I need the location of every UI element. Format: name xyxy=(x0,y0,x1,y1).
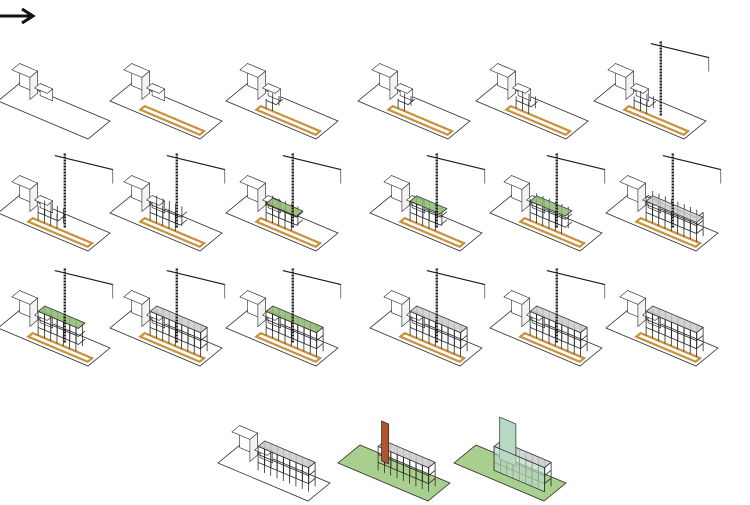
foundation-strip xyxy=(634,216,703,249)
stage-panel-6 xyxy=(593,28,714,140)
foundation-strip xyxy=(518,331,587,364)
context-buildings xyxy=(239,290,282,329)
stage-panel-18 xyxy=(605,255,726,367)
context-buildings xyxy=(619,290,662,329)
tower-crane xyxy=(662,152,722,228)
site-base xyxy=(357,82,471,140)
site-base xyxy=(109,82,223,140)
context-buildings xyxy=(371,63,414,102)
structural-frame xyxy=(633,90,657,114)
context-buildings xyxy=(231,425,274,464)
foundation-strip xyxy=(138,216,207,249)
right-arrow-icon xyxy=(0,7,36,25)
structural-frame xyxy=(257,440,316,492)
structural-frame xyxy=(397,93,416,112)
stage-panel-16 xyxy=(369,255,490,367)
roof-slab xyxy=(645,195,704,223)
context-buildings xyxy=(11,175,54,214)
structural-frame xyxy=(515,90,539,114)
stage-panel-13 xyxy=(0,255,118,367)
stage-panel-11 xyxy=(489,140,610,252)
tower-crane xyxy=(166,267,226,343)
floor-slab xyxy=(37,305,86,329)
stage-panel-8 xyxy=(109,140,230,252)
foundation-strip xyxy=(398,216,467,249)
foundation-strip xyxy=(634,331,703,364)
stage-panel-7 xyxy=(0,140,118,252)
foundation-strip xyxy=(26,331,95,364)
tower-crane xyxy=(282,152,342,228)
stage-panel-9 xyxy=(225,140,346,252)
structural-frame xyxy=(37,200,66,229)
context-buildings xyxy=(123,63,166,102)
roof-slab xyxy=(149,305,208,334)
stage-panel-14 xyxy=(109,255,230,367)
site-base xyxy=(593,82,707,140)
site-base xyxy=(475,82,589,140)
tower-crane xyxy=(426,152,486,228)
foundation-strip xyxy=(26,216,95,249)
tower-crane xyxy=(282,267,342,343)
foundation-strip xyxy=(622,104,691,137)
site-base xyxy=(0,194,111,252)
site-base xyxy=(225,194,339,252)
tower-crane xyxy=(54,152,114,228)
structural-frame xyxy=(149,195,188,232)
tower-crane xyxy=(426,267,486,343)
roof-slab xyxy=(257,440,316,469)
tower-crane xyxy=(546,267,606,343)
site-base xyxy=(369,194,483,252)
stage-panel-20 xyxy=(337,390,458,502)
site-base xyxy=(109,194,223,252)
context-buildings xyxy=(11,63,54,102)
roof-slab xyxy=(409,305,468,334)
tower-crane xyxy=(54,267,114,343)
site-base xyxy=(225,82,339,140)
roof-slab xyxy=(377,440,436,469)
rust-facade-tower xyxy=(381,420,390,465)
tower-crane xyxy=(650,40,710,116)
stage-panel-3 xyxy=(225,28,346,140)
stage-panel-17 xyxy=(489,255,610,367)
context-buildings xyxy=(123,175,166,214)
stage-panel-4 xyxy=(357,28,478,140)
roof-slab xyxy=(645,305,704,334)
stage-panel-21 xyxy=(453,390,574,502)
stage-panel-5 xyxy=(475,28,596,140)
structural-frame xyxy=(265,93,284,112)
floor-slab xyxy=(265,305,324,334)
stage-panel-15 xyxy=(225,255,346,367)
context-buildings xyxy=(489,63,532,102)
stage-panel-12 xyxy=(605,140,726,252)
foundation-strip xyxy=(398,331,467,364)
glass-facade xyxy=(493,445,545,493)
foundation-strip xyxy=(504,104,573,137)
roof-slab xyxy=(529,305,588,334)
floor-slab xyxy=(529,195,573,217)
stage-panel-1 xyxy=(0,28,118,140)
foundation-strip xyxy=(386,104,455,137)
stage-panel-10 xyxy=(369,140,490,252)
site-base xyxy=(489,194,603,252)
context-buildings xyxy=(123,290,166,329)
context-buildings xyxy=(607,63,650,102)
foundation-strip xyxy=(518,216,587,249)
site-base xyxy=(0,82,111,140)
foundation-strip xyxy=(254,216,323,249)
foundation-strip xyxy=(138,331,207,364)
tower-crane xyxy=(166,152,226,228)
stage-panel-19 xyxy=(217,390,338,502)
context-buildings xyxy=(239,63,282,102)
tower-crane xyxy=(546,152,606,228)
foundation-strip xyxy=(138,104,207,137)
stage-panel-2 xyxy=(109,28,230,140)
foundation-strip xyxy=(254,104,323,137)
foundation-strip xyxy=(254,331,323,364)
